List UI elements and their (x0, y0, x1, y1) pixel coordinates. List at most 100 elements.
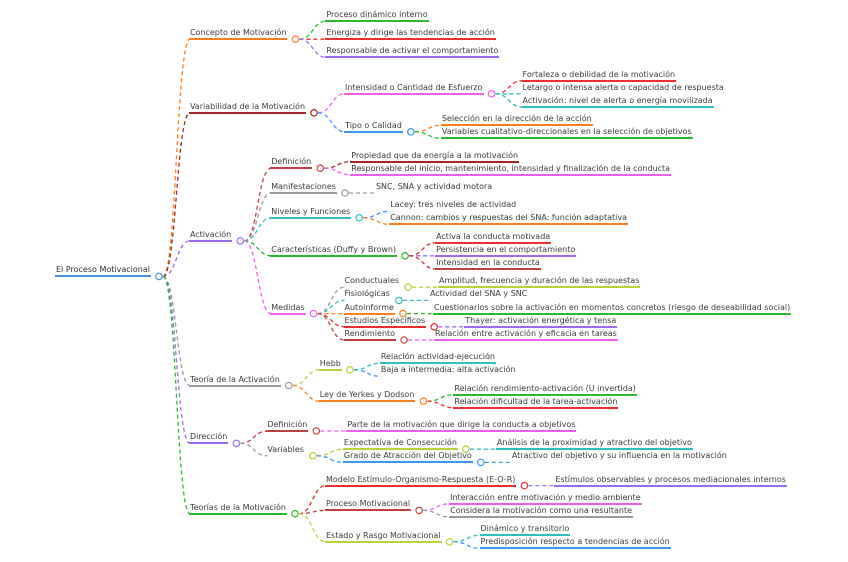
mindmap-node[interactable]: Interacción entre motivación y medio amb… (449, 492, 642, 505)
mindmap-node[interactable]: SNC, SNA y actividad motora (375, 182, 493, 191)
fold-handle[interactable] (401, 252, 409, 260)
fold-handle[interactable] (395, 296, 403, 305)
fold-handle[interactable] (312, 427, 321, 435)
mindmap-node[interactable]: Parte de la motivación que dirige la con… (346, 419, 577, 432)
mindmap-node[interactable]: Teorías de la Motivación (188, 502, 287, 515)
mindmap-node[interactable]: Expectativa de Consecución (342, 437, 458, 451)
mindmap-node[interactable]: Actividad del SNA y SNC (429, 289, 528, 299)
mindmap-node[interactable]: Análisis de la proximidad y atractivo de… (495, 437, 693, 451)
fold-handle[interactable] (404, 283, 412, 292)
mindmap-node[interactable]: Cannon: cambios y respuestas del SNA: fu… (389, 212, 628, 226)
mindmap-node[interactable]: Fisiológicas (344, 289, 390, 299)
mindmap-node[interactable]: Responsable del inicio, mantenimiento, i… (350, 163, 672, 176)
mindmap-node[interactable]: Energiza y dirige las tendencias de acci… (325, 27, 496, 41)
fold-handle[interactable] (487, 90, 496, 98)
fold-handle[interactable] (316, 164, 325, 173)
mindmap-node[interactable]: Relación actividad-ejecución (379, 351, 496, 365)
mindmap-node[interactable]: Activación: nivel de alerta o energía mo… (521, 95, 714, 108)
edge (244, 192, 272, 242)
mindmap-node[interactable]: Lacey: tres niveles de actividad (390, 200, 517, 210)
mindmap-node[interactable]: Activación (188, 229, 233, 242)
fold-handle[interactable] (232, 439, 241, 448)
mindmap-node[interactable]: Cuestionarios sobre la activación en mom… (432, 302, 792, 315)
mindmap-node[interactable]: Definición (270, 156, 313, 170)
mindmap-node[interactable]: Características (Duffy y Brown) (270, 244, 398, 257)
fold-handle[interactable] (341, 189, 349, 197)
fold-handle[interactable] (284, 381, 293, 390)
mindmap-node[interactable]: Amplitud, frecuencia y duración de las r… (438, 275, 641, 289)
mindmap-node[interactable]: Fortaleza o debilidad de la motivación (521, 69, 677, 82)
edge (317, 312, 345, 341)
mindmap-node[interactable]: Manifestaciones (270, 181, 337, 194)
fold-handle[interactable] (407, 128, 415, 136)
fold-handle[interactable] (355, 214, 364, 222)
fold-handle[interactable] (477, 458, 485, 467)
mindmap-node[interactable]: Hebb (318, 358, 342, 371)
mindmap-node[interactable]: Atractivo del objetivo y su influencia e… (511, 451, 727, 461)
mindmap-node[interactable]: Thayer: activación energética y tensa (464, 315, 618, 328)
edge (427, 393, 455, 402)
mindmap-root-node[interactable]: El Proceso Motivacional (55, 264, 151, 278)
fold-handle[interactable] (430, 322, 439, 331)
mindmap-node[interactable]: Relación entre activación y eficacia en … (434, 328, 618, 341)
mindmap-node[interactable]: Intensidad en la conducta (435, 257, 541, 270)
edge (324, 167, 352, 176)
fold-handle[interactable] (291, 509, 299, 518)
mindmap-node[interactable]: Conductuales (344, 276, 400, 286)
fold-handle[interactable] (462, 445, 470, 454)
mindmap-node[interactable]: Letargo o intensa alerta o capacidad de … (522, 82, 724, 92)
mindmap-node[interactable]: Ley de Yerkes y Dodson (318, 389, 416, 403)
edge (292, 369, 320, 387)
mindmap-node[interactable]: Tipo o Calidad (344, 120, 403, 133)
mindmap-node[interactable]: Responsable de activar el comportamiento (325, 45, 500, 59)
edge (244, 240, 272, 257)
mindmap-node[interactable]: Variables (267, 444, 304, 454)
mindmap-node[interactable]: Autoinforme (343, 302, 395, 315)
mindmap-node[interactable]: Rendimiento (343, 328, 397, 341)
edge (423, 509, 451, 518)
fold-handle[interactable] (400, 336, 408, 344)
mindmap-node[interactable]: Intensidad o Cantidad de Esfuerzo (344, 82, 484, 95)
fold-handle[interactable] (309, 309, 318, 318)
edge (298, 513, 327, 543)
fold-handle[interactable] (309, 451, 317, 460)
mindmap-node[interactable]: Variabilidad de la Motivación (188, 101, 307, 114)
mindmap-node[interactable]: Niveles y Funciones (270, 206, 352, 219)
mindmap-node[interactable]: Proceso dinámico interno (325, 9, 429, 22)
mindmap-node[interactable]: Relación rendimiento-activación (U inver… (453, 383, 637, 396)
fold-handle[interactable] (236, 237, 245, 245)
mindmap-node[interactable]: Activa la conducta motivada (435, 231, 552, 244)
fold-handle[interactable] (310, 109, 318, 117)
mindmap-node[interactable]: Persistencia en el comportamiento (435, 244, 577, 257)
mindmap-node[interactable]: Propiedad que da energía a la motivación (350, 150, 520, 163)
mindmap-node[interactable]: Considera la motivación como una resulta… (449, 505, 634, 518)
mindmap-node[interactable]: Dirección (188, 431, 229, 445)
fold-handle[interactable] (399, 309, 407, 318)
mindmap-node[interactable]: Relación dificultad de la tarea-activaci… (453, 396, 619, 409)
mindmap-node[interactable]: Estudios Específicos (343, 315, 427, 328)
mindmap-node[interactable]: Teoría de la Activación (188, 374, 281, 387)
mindmap-node[interactable]: Baja a intermedia: alta activación (380, 365, 516, 375)
edge (495, 79, 523, 95)
edge (162, 275, 191, 387)
fold-handle[interactable] (346, 365, 354, 374)
fold-handle[interactable] (415, 506, 423, 515)
mindmap-node[interactable]: Predisposición respecto a tendencias de … (479, 536, 671, 550)
fold-handle[interactable] (445, 537, 454, 546)
mindmap-node[interactable]: Dinámico y transitorio (479, 523, 571, 537)
edge (414, 131, 442, 140)
fold-handle[interactable] (291, 35, 300, 44)
mindmap-node[interactable]: Selección en la dirección de la acción (440, 113, 593, 127)
mindmap-node[interactable]: Estímulos observables y procesos mediaci… (554, 474, 787, 487)
mindmap-node[interactable]: Definición (266, 419, 309, 432)
mindmap-node[interactable]: Estado y Rasgo Motivacional (325, 530, 442, 543)
fold-handle[interactable] (419, 397, 428, 406)
mindmap-node[interactable]: Concepto de Motivación (188, 27, 288, 41)
mindmap-node[interactable]: Grado de Atracción del Objetivo (342, 450, 473, 464)
mindmap-node[interactable]: Proceso Motivacional (325, 498, 412, 512)
fold-handle[interactable] (520, 481, 529, 490)
fold-handle[interactable] (155, 272, 163, 281)
mindmap-node[interactable]: Variables cualitativo-direccionales en l… (440, 126, 693, 140)
mindmap-node[interactable]: Medidas (270, 302, 306, 315)
mindmap-node[interactable]: Modelo Estímulo-Organismo-Respuesta (E-O… (325, 474, 517, 487)
